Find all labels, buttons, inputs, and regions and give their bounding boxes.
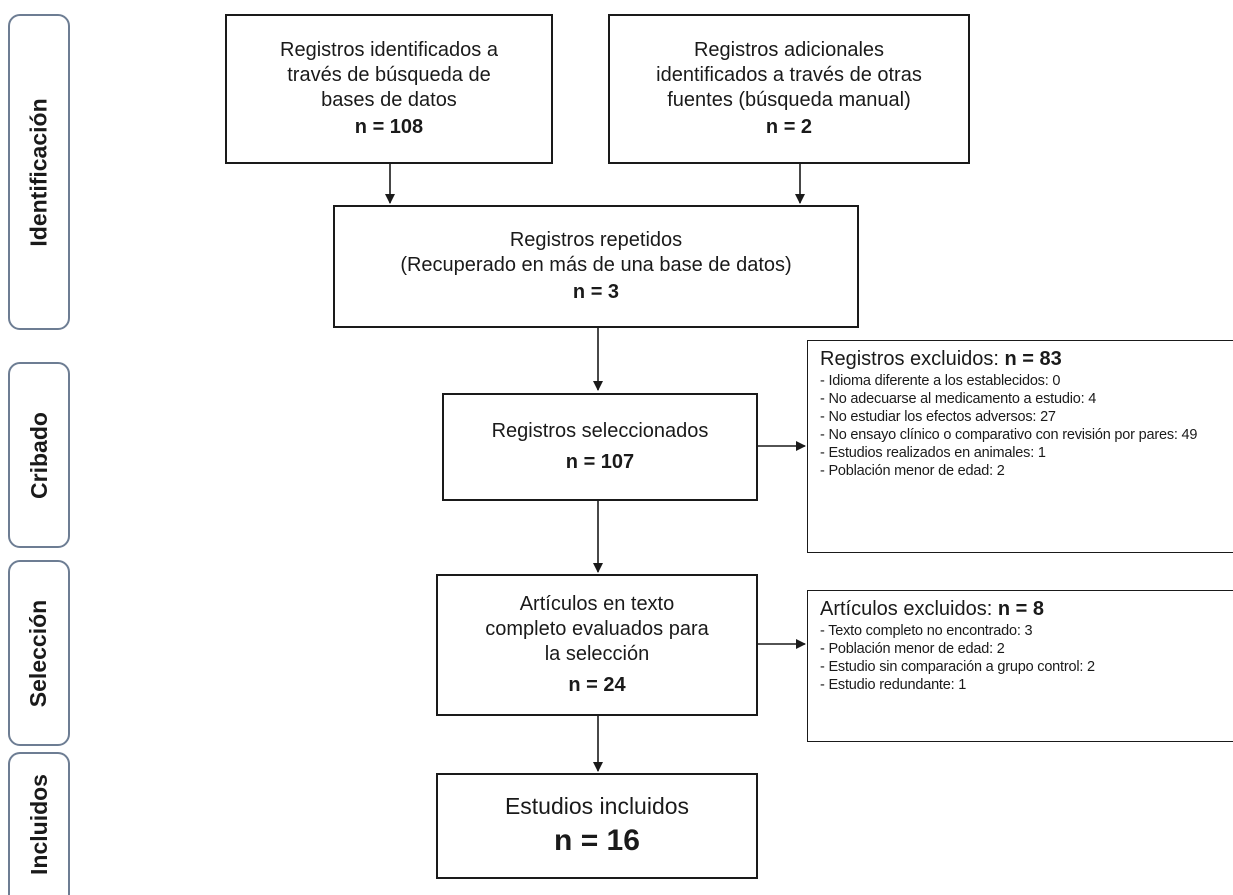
list-item: - Estudios realizados en animales: 1 — [820, 445, 1046, 461]
list-item: - Población menor de edad: 2 — [820, 463, 1005, 479]
phase-tab-cribado: Cribado — [8, 362, 70, 548]
list-item: - No ensayo clínico o comparativo con re… — [820, 427, 1198, 443]
box-fulltext-articles: Artículos en texto completo evaluados pa… — [436, 574, 758, 716]
phase-tab-incluidos: Incluidos — [8, 752, 70, 895]
list-item: - Estudio sin comparación a grupo contro… — [820, 659, 1095, 675]
additional-records-label: Registros adicionales identificados a tr… — [656, 39, 922, 111]
box-additional-records: Registros adicionales identificados a tr… — [608, 14, 970, 164]
box-screened-records: Registros seleccionados n = 107 — [442, 393, 758, 501]
fulltext-articles-count: n = 24 — [568, 674, 626, 696]
excluded-articles-count: n = 8 — [997, 598, 1044, 620]
list-item: - Estudio redundante: 1 — [820, 677, 967, 693]
excluded-records-list: - Idioma diferente a los establecidos: 0… — [820, 372, 1225, 480]
excluded-articles-title: Artículos excluidos: — [820, 598, 993, 620]
duplicate-records-label: Registros repetidos (Recuperado en más d… — [400, 229, 792, 276]
box-included-studies: Estudios incluidos n = 16 — [436, 773, 758, 879]
excluded-records-heading: Registros excluidos: n = 83 — [820, 347, 1225, 371]
phase-tab-identificacion: Identificación — [8, 14, 70, 330]
excluded-records-count: n = 83 — [1004, 348, 1062, 370]
box-database-records: Registros identificados a través de búsq… — [225, 14, 553, 164]
screened-records-label: Registros seleccionados — [491, 420, 709, 442]
fulltext-articles-label: Artículos en texto completo evaluados pa… — [485, 593, 709, 665]
box-duplicate-records: Registros repetidos (Recuperado en más d… — [333, 205, 859, 328]
list-item: - No adecuarse al medicamento a estudio:… — [820, 391, 1097, 407]
database-records-label: Registros identificados a través de búsq… — [280, 39, 498, 111]
additional-records-count: n = 2 — [765, 116, 813, 138]
phase-tab-seleccion: Selección — [8, 560, 70, 746]
excluded-articles-list: - Texto completo no encontrado: 3 - Pobl… — [820, 622, 1225, 694]
list-item: - Población menor de edad: 2 — [820, 641, 1005, 657]
list-item: - Texto completo no encontrado: 3 — [820, 623, 1033, 639]
included-studies-count: n = 16 — [554, 824, 640, 857]
box-excluded-records: Registros excluidos: n = 83 - Idioma dif… — [807, 340, 1233, 553]
list-item: - Idioma diferente a los establecidos: 0 — [820, 373, 1061, 389]
excluded-articles-heading: Artículos excluidos: n = 8 — [820, 597, 1225, 621]
list-item: - No estudiar los efectos adversos: 27 — [820, 409, 1056, 425]
included-studies-label: Estudios incluidos — [504, 793, 690, 819]
excluded-records-title: Registros excluidos: — [820, 348, 999, 370]
duplicate-records-count: n = 3 — [572, 281, 620, 303]
database-records-count: n = 108 — [354, 116, 424, 138]
screened-records-count: n = 107 — [565, 451, 635, 473]
box-excluded-articles: Artículos excluidos: n = 8 - Texto compl… — [807, 590, 1233, 742]
